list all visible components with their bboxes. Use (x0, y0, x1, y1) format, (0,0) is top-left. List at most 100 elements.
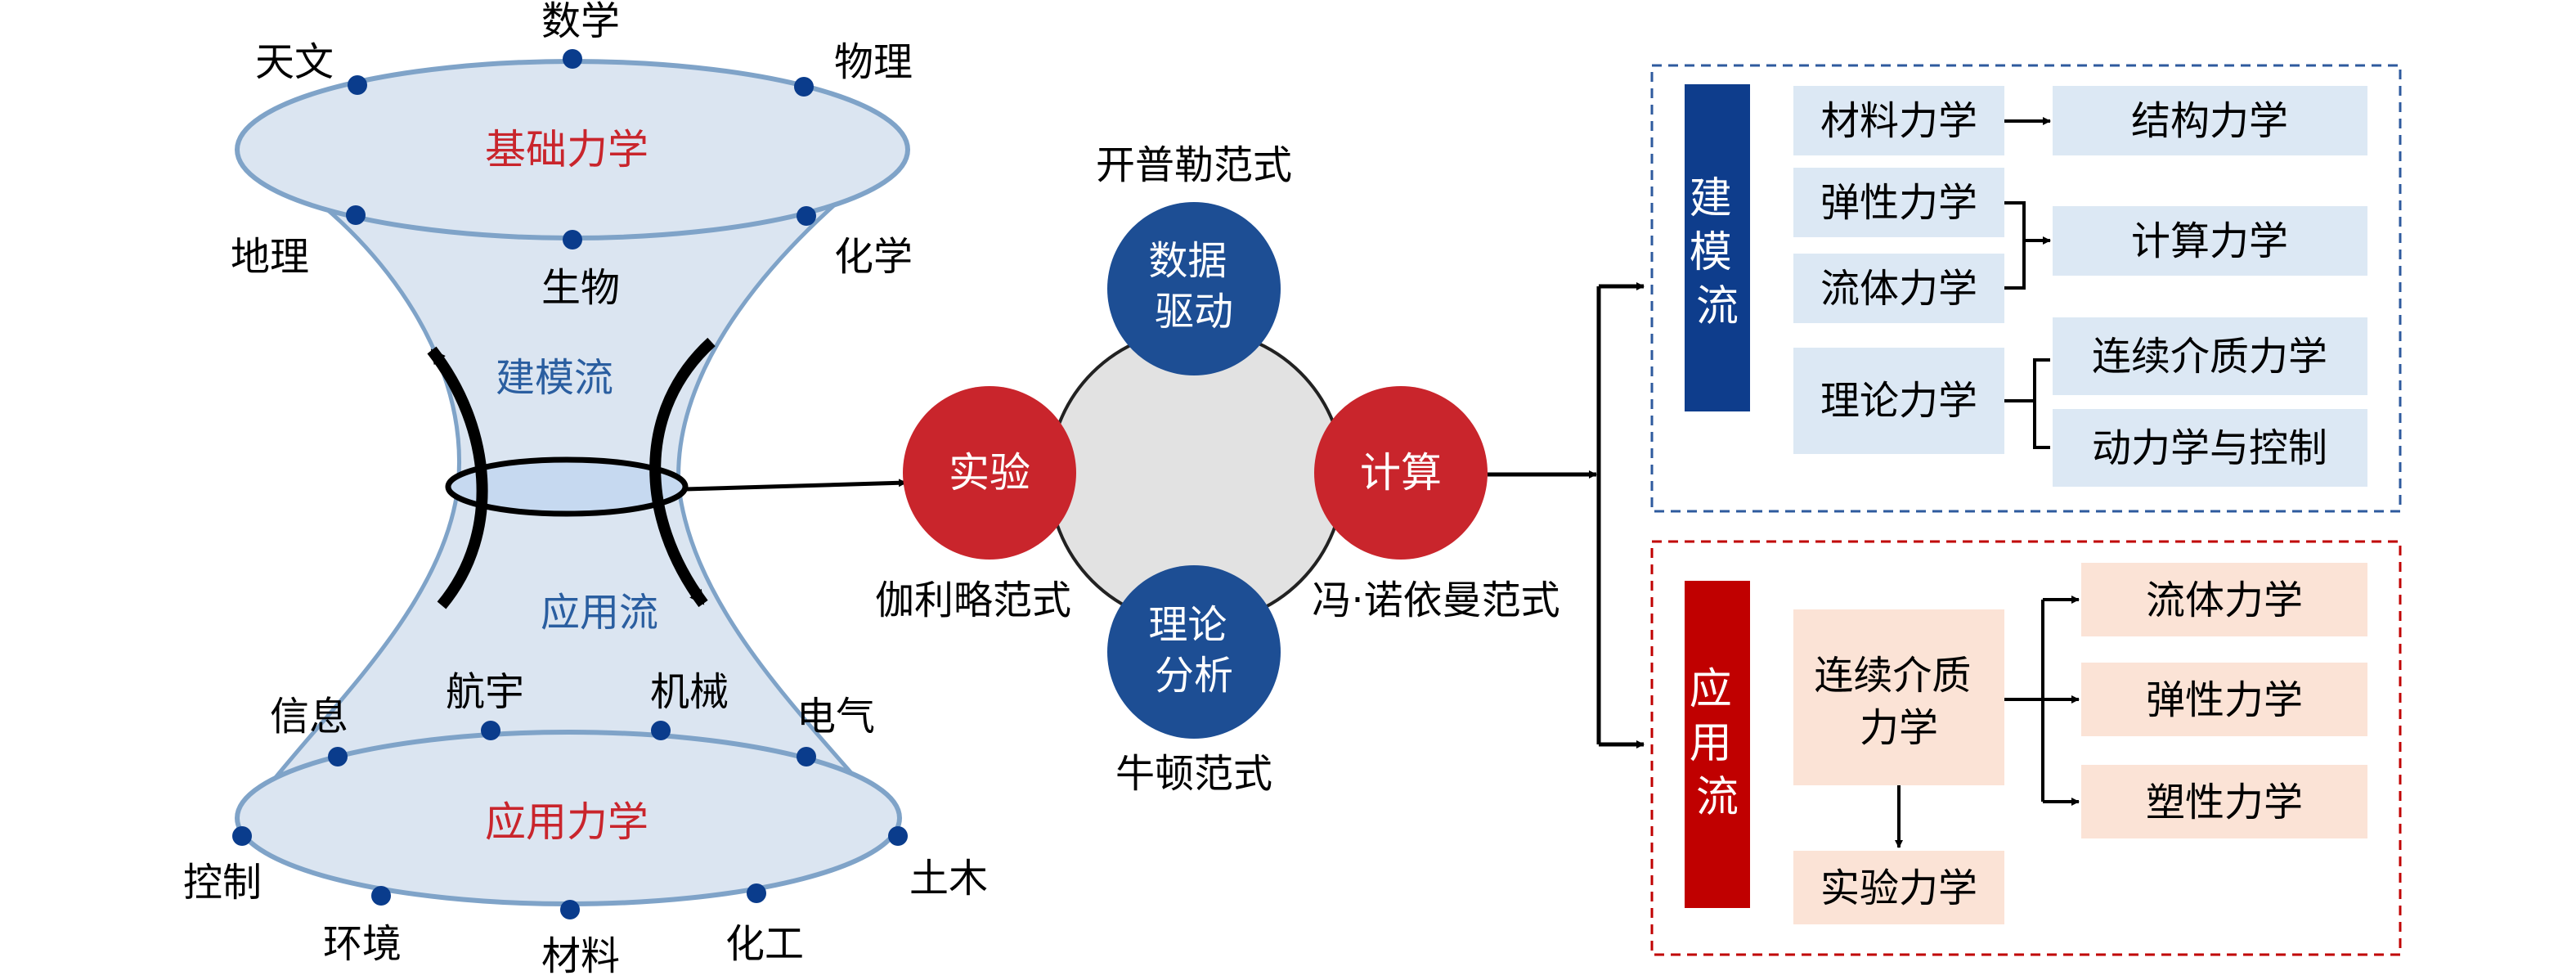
discipline-label: 电气 (797, 694, 875, 739)
paradigm-label-line: 数据 (1148, 238, 1227, 284)
discipline-label: 化学 (834, 234, 913, 280)
bracket-connector (2004, 201, 2026, 290)
bracket-connector (2033, 358, 2050, 449)
application-panel-title: 应 用 流 (1690, 665, 1746, 822)
discipline-label: 机械 (650, 669, 729, 715)
box-computational (2053, 206, 2367, 276)
modeling-flow-arrow (427, 346, 488, 609)
paradigm-node-experiment (903, 386, 1076, 560)
paradigm-caption-von-neumann: 冯·诺依曼范式 (1312, 578, 1560, 623)
paradigm-caption-newton: 牛顿范式 (1115, 751, 1272, 797)
box-app-fluid (2081, 563, 2367, 636)
discipline-label: 数学 (541, 0, 620, 44)
discipline-dot (797, 206, 816, 226)
discipline-dot (232, 826, 252, 846)
title-char: 用 (1690, 719, 1732, 768)
discipline-label: 天文 (255, 39, 334, 85)
box-computational-label: 计算力学 (2131, 218, 2288, 264)
box-dynamics-label: 动力学与控制 (2092, 425, 2327, 471)
top-title: 基础力学 (485, 126, 648, 173)
paradigm-label-computation: 计算 (1360, 449, 1442, 497)
paradigm-node-computation (1314, 386, 1488, 560)
title-char: 建 (1690, 174, 1732, 223)
discipline-dot (371, 886, 391, 906)
discipline-dot (348, 75, 367, 95)
paradigm-node-data-driven (1107, 202, 1281, 375)
box-app-elasticity (2081, 663, 2367, 736)
paradigm-label-experiment: 实验 (949, 449, 1030, 497)
discipline-label: 信息 (270, 694, 348, 739)
modeling-panel-border (1650, 64, 2402, 513)
discipline-label: 化工 (725, 921, 804, 967)
box-continuum (2053, 317, 2367, 395)
modeling-panel-title-bar (1685, 84, 1750, 411)
title-char: 流 (1696, 282, 1739, 331)
box-materials (1793, 86, 2004, 155)
title-char: 流 (1696, 773, 1739, 822)
discipline-dot (888, 826, 908, 846)
modeling-panel: 建 模 流 材料力学 结构力学 弹性力学 流体力学 计算力学 理论力学 连续介质… (1650, 64, 2402, 513)
box-app-continuum (1793, 609, 2004, 785)
discipline-dot (794, 77, 814, 97)
box-theoretical-label: 理论力学 (1820, 378, 1977, 424)
paradigm-node-theory (1107, 565, 1281, 739)
discipline-dot (651, 721, 671, 740)
application-flow-arrow (649, 337, 716, 608)
box-materials-label: 材料力学 (1820, 98, 1977, 144)
box-dynamics (2053, 409, 2367, 487)
discipline-dot (747, 883, 766, 903)
title-char: 应 (1690, 665, 1732, 714)
box-fluid (1793, 254, 2004, 323)
paradigm-label-theory: 理论 分析 (1148, 602, 1239, 699)
box-structures-label: 结构力学 (2131, 98, 2288, 144)
box-app-elasticity-label: 弹性力学 (2146, 677, 2303, 723)
hyperboloid: 基础力学 应用力学 建模流 应用流 天文 数学 物理 地理 生物 化学 信息 航… (183, 0, 988, 979)
modeling-panel-title: 建 模 流 (1690, 174, 1746, 331)
paradigm-caption-kepler: 开普勒范式 (1096, 142, 1292, 188)
discipline-label: 地理 (231, 234, 309, 280)
paradigm-label-line: 驱动 (1155, 289, 1233, 335)
box-app-plasticity-label: 塑性力学 (2146, 780, 2303, 825)
bottom-title: 应用力学 (485, 798, 648, 846)
application-panel: 应 用 流 连续介质 力学 实验力学 流体力学 弹性力学 塑性力学 (1650, 540, 2402, 956)
discipline-dot (797, 747, 816, 766)
box-app-experimental (1793, 851, 2004, 924)
waist-to-paradigm-arrow (684, 479, 907, 492)
box-app-experimental-label: 实验力学 (1820, 865, 1977, 911)
discipline-dot (563, 49, 582, 69)
discipline-dot (481, 721, 500, 740)
paradigm-caption-galileo: 伽利略范式 (875, 578, 1071, 623)
box-fluid-label: 流体力学 (1820, 266, 1977, 312)
box-theoretical (1793, 348, 2004, 454)
title-char: 模 (1690, 228, 1732, 277)
discipline-label: 控制 (183, 860, 262, 906)
discipline-dot (563, 230, 582, 249)
paradigm-cluster: 数据 驱动 实验 计算 理论 分析 开普勒范式 伽利略范式 冯·诺依曼范式 牛顿… (875, 142, 1560, 797)
application-flow-label: 应用流 (541, 590, 658, 636)
paradigm-label-line: 分析 (1155, 653, 1233, 699)
modeling-flow-label: 建模流 (496, 355, 613, 401)
discipline-label: 材料 (541, 933, 620, 979)
paradigm-label-data-driven: 数据 驱动 (1148, 238, 1239, 335)
discipline-dot (328, 747, 348, 766)
box-continuum-label: 连续介质力学 (2092, 334, 2327, 380)
application-panel-border (1650, 540, 2402, 956)
discipline-dot (346, 205, 366, 225)
application-panel-title-bar (1685, 581, 1750, 908)
discipline-dot (560, 900, 580, 919)
box-structures (2053, 86, 2367, 155)
discipline-label: 土木 (909, 856, 988, 901)
discipline-label: 航宇 (446, 669, 524, 715)
box-app-fluid-label: 流体力学 (2146, 578, 2303, 623)
discipline-label: 物理 (834, 39, 913, 85)
label-line: 连续介质 (1814, 653, 1971, 699)
waist-ring (445, 456, 689, 517)
discipline-label: 生物 (541, 265, 620, 311)
label-line: 力学 (1860, 705, 1938, 751)
discipline-label: 环境 (323, 921, 402, 967)
box-elasticity-label: 弹性力学 (1820, 180, 1977, 226)
box-app-plasticity (2081, 765, 2367, 838)
paradigm-label-line: 理论 (1148, 602, 1227, 648)
box-elasticity (1793, 168, 2004, 237)
